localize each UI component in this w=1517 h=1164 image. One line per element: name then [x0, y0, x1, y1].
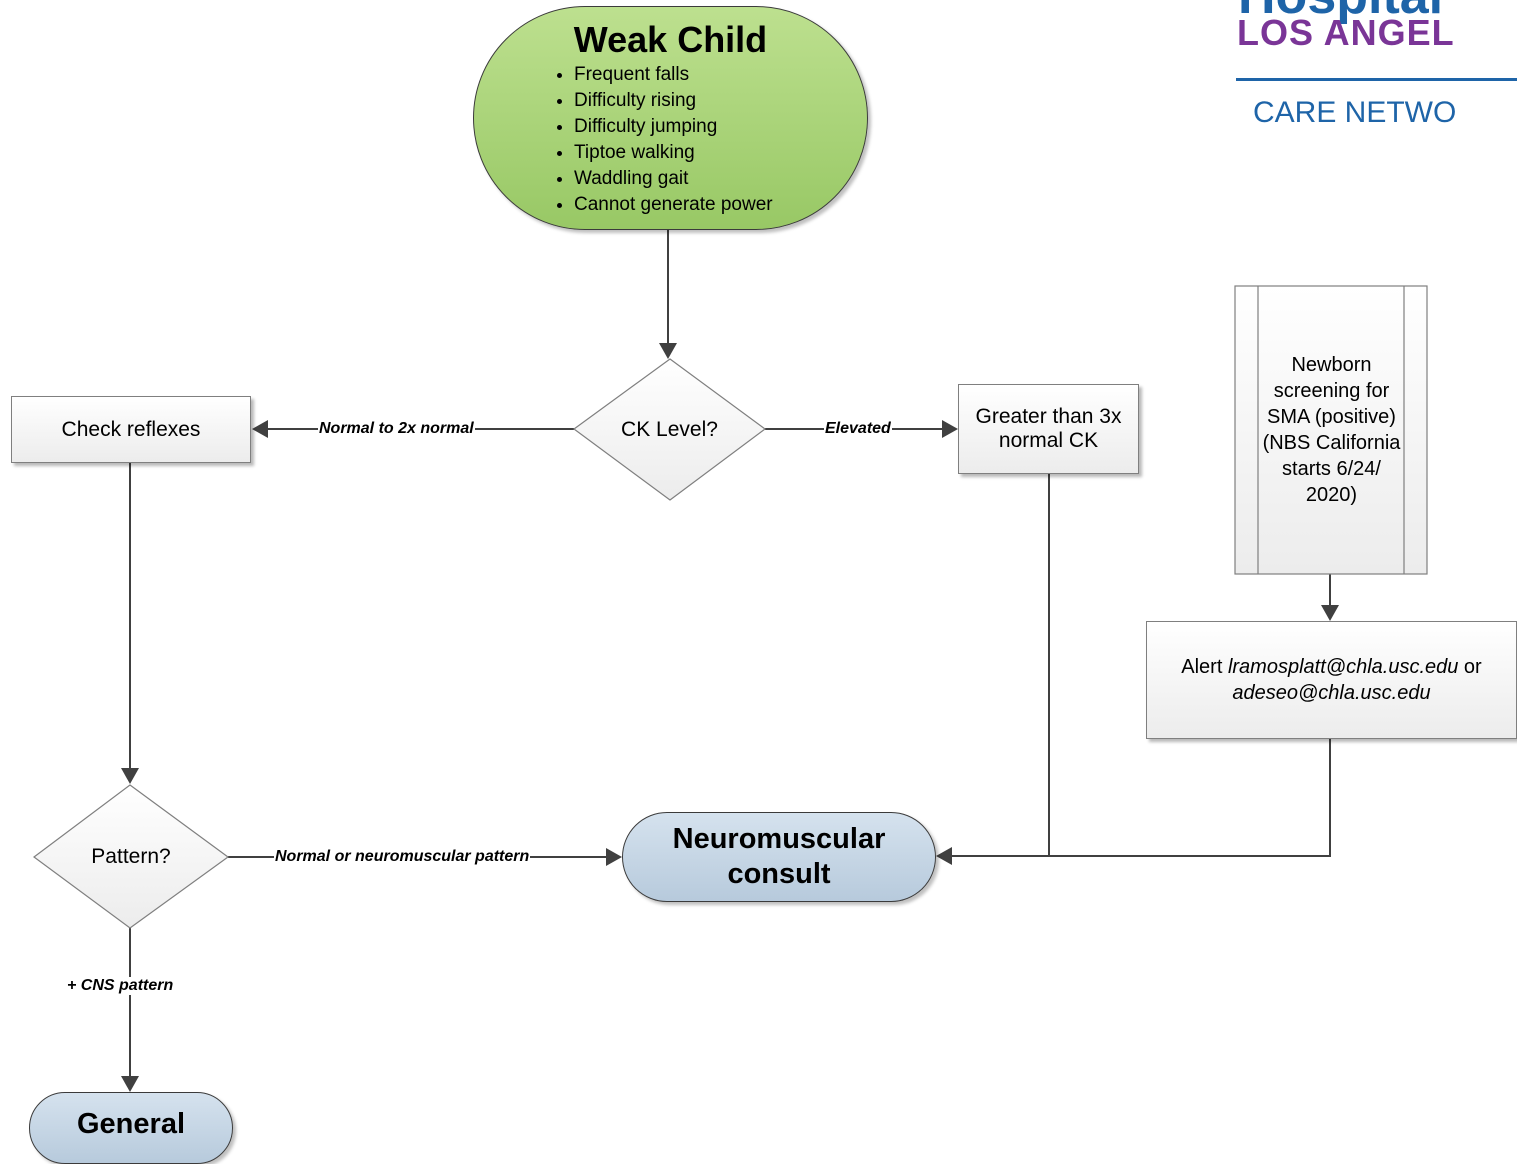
edge-label-cns-pattern: + CNS pattern: [66, 977, 175, 995]
symptom-item: Waddling gait: [574, 166, 773, 192]
symptom-item: Cannot generate power: [574, 192, 773, 218]
pattern-diamond: [32, 784, 230, 929]
arrowhead-ck: [659, 343, 677, 359]
check-reflexes-node: Check reflexes: [11, 396, 251, 463]
neuromuscular-consult-node: Neuromuscular consult: [622, 812, 936, 902]
arrowhead-alert: [1321, 605, 1339, 621]
alert-line-1: Alert lramosplatt@chla.usc.edu or: [1181, 654, 1481, 680]
symptom-list: Frequent falls Difficulty rising Difficu…: [528, 62, 773, 218]
logo-hospital-text: Hospital: [1238, 0, 1443, 26]
alert-email-2[interactable]: adeseo@chla.usc.edu: [1232, 682, 1431, 704]
connector-layer: [32, 230, 1428, 1092]
general-label: General: [77, 1108, 185, 1140]
ck-level-diamond: [572, 358, 767, 501]
alert-email-1[interactable]: lramosplatt@chla.usc.edu: [1227, 656, 1459, 678]
arrowhead-reflexes: [252, 420, 268, 438]
chla-logo: Hospital LOS ANGEL CARE NETWO: [1218, 0, 1517, 160]
arrowhead-greater: [942, 420, 958, 438]
symptom-item: Frequent falls: [574, 62, 773, 88]
alert-contact-node: Alert lramosplatt@chla.usc.edu or adeseo…: [1146, 621, 1517, 739]
logo-care-network-text: CARE NETWO: [1253, 96, 1457, 129]
logo-divider: [1236, 78, 1517, 81]
newborn-process-shape: [1234, 285, 1428, 575]
greater-than-3x-ck-node: Greater than 3x normal CK: [958, 384, 1139, 474]
alert-or: or: [1458, 656, 1482, 678]
ck-level-label: CK Level?: [621, 417, 718, 441]
arrowhead-general: [121, 1076, 139, 1092]
arrowhead-nm: [606, 848, 622, 866]
symptom-item: Difficulty jumping: [574, 114, 773, 140]
alert-line-2: adeseo@chla.usc.edu: [1232, 680, 1430, 706]
edge-label-elevated: Elevated: [824, 420, 892, 438]
logo-los-angeles-text: LOS ANGEL: [1237, 12, 1455, 53]
alert-prefix: Alert: [1181, 656, 1228, 678]
newborn-screening-label: Newborn screening for SMA (positive) (NB…: [1262, 354, 1401, 506]
edge-label-normal-nm-pattern: Normal or neuromuscular pattern: [274, 848, 531, 866]
neuromuscular-consult-label: Neuromuscular consult: [672, 823, 886, 890]
symptom-item: Difficulty rising: [574, 88, 773, 114]
general-node: General: [29, 1092, 233, 1164]
edge-alert-to-nm: [950, 739, 1331, 857]
edge-label-normal-2x: Normal to 2x normal: [318, 420, 475, 438]
pattern-label: Pattern?: [91, 844, 171, 868]
arrowhead-nm-right: [936, 847, 952, 865]
weak-child-start-node: Weak Child Frequent falls Difficulty ris…: [473, 6, 868, 230]
arrowhead-pattern: [121, 768, 139, 784]
symptom-item: Tiptoe walking: [574, 140, 773, 166]
weak-child-title: Weak Child: [573, 19, 768, 60]
